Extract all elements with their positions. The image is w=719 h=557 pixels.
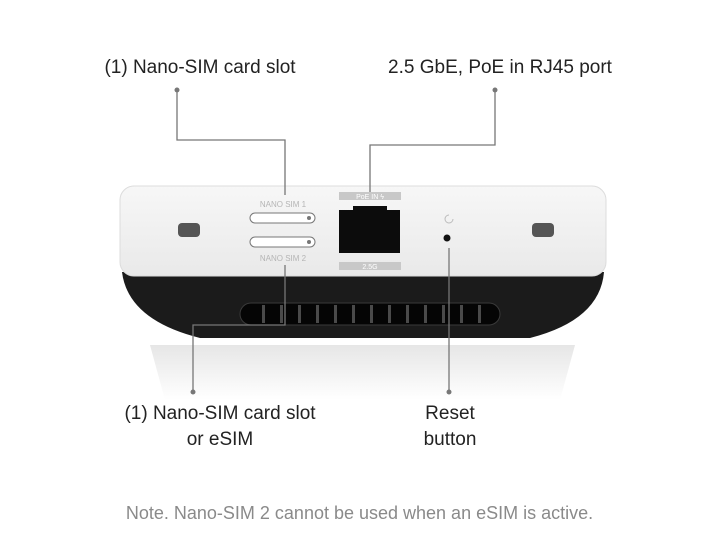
callout-reset-line1: Reset	[425, 403, 475, 424]
rj45-port	[339, 206, 400, 253]
speed-device-label: 2.5G	[362, 264, 377, 271]
sim-slot-1	[249, 212, 316, 224]
leader-dots	[174, 87, 498, 395]
callout-sim-slot-top: (1) Nano-SIM card slot	[104, 57, 296, 78]
sim-slot-2	[249, 236, 316, 248]
vent-ribs	[262, 305, 481, 323]
reset-button	[443, 234, 451, 242]
right-side-slot	[532, 223, 554, 237]
speed-label-plate	[339, 262, 401, 270]
left-side-slot	[178, 223, 200, 237]
sim1-device-label: NANO SIM 1	[260, 200, 307, 209]
poe-label-plate	[339, 192, 401, 200]
sim-eject-1-icon	[307, 216, 311, 220]
callout-rj45-port: 2.5 GbE, PoE in RJ45 port	[388, 57, 612, 78]
callout-sim-slot-bottom-line2: or eSIM	[186, 429, 254, 450]
callout-reset-line2: button	[423, 429, 477, 450]
note-text: Note. Nano-SIM 2 cannot be used when an …	[125, 503, 594, 523]
reset-icon	[444, 214, 454, 224]
sim-eject-2-icon	[307, 240, 311, 244]
poe-device-label: PoE IN ϟ	[356, 194, 384, 201]
callout-sim-slot-bottom-line1: (1) Nano-SIM card slot	[124, 403, 316, 424]
sim2-device-label: NANO SIM 2	[260, 254, 307, 263]
leader-lines	[176, 90, 496, 392]
device-reflection	[150, 345, 575, 400]
